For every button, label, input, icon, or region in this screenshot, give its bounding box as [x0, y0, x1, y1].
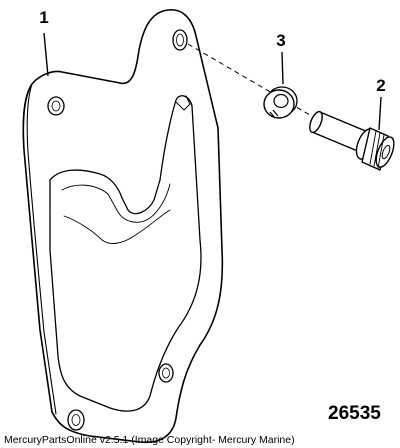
lock-washer-part [263, 86, 298, 119]
plate-edge [22, 83, 57, 415]
hole-top [172, 29, 188, 51]
copyright-footer: MercuryPartsOnline v2.5.1 (Image Copyrig… [4, 434, 295, 446]
callout-1: 1 [39, 8, 48, 27]
callout-3: 3 [276, 31, 285, 50]
leader-2 [378, 96, 382, 131]
bolt-tip [309, 110, 323, 134]
callout-leaders [43, 32, 382, 131]
plate-inner-lip [49, 95, 202, 412]
leader-3 [281, 51, 284, 85]
plate-inner-groove [63, 209, 171, 244]
bolt-head-splines [369, 130, 385, 169]
hole-bottom [67, 409, 85, 431]
callout-2: 2 [376, 76, 385, 95]
hole-lower-right [158, 363, 174, 383]
bolt-head-recess [381, 144, 391, 160]
hole-bottom-inner [71, 414, 81, 426]
figure-number: 26535 [328, 403, 381, 424]
gasket-plate-part [22, 9, 224, 444]
hole-upper-left-inner [51, 100, 61, 112]
plate-outline [22, 9, 224, 444]
plate-inner-shadow [61, 183, 171, 223]
leader-1 [43, 32, 49, 77]
plate-slot [175, 95, 191, 111]
hole-upper-left [47, 96, 65, 116]
assembly-dashed-line [187, 43, 323, 123]
hole-lower-right-inner [162, 367, 170, 379]
washer-split [269, 109, 279, 119]
hole-top-inner [176, 33, 184, 47]
washer-bore [273, 93, 289, 109]
bolt-part [309, 110, 395, 171]
